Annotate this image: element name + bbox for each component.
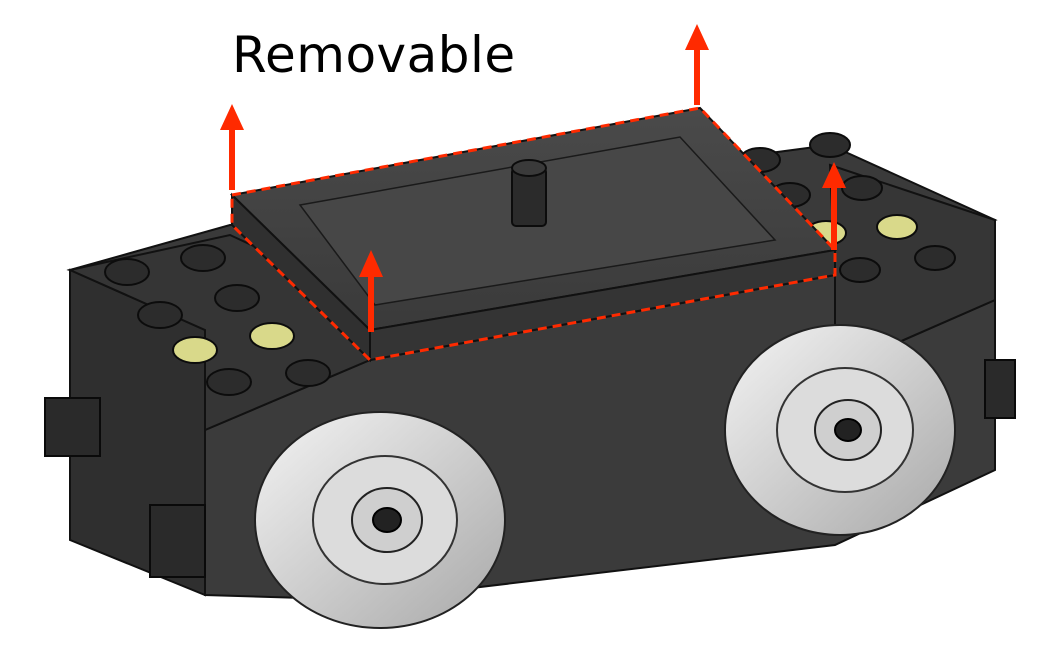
removable-cover [229,106,838,363]
removable-label: Removable [232,26,516,84]
arrow-up-right [822,162,846,250]
buffer-clips [44,359,1016,578]
front-wheel [254,411,506,629]
arrow-up-top [685,24,709,105]
removable-outline [230,106,837,362]
studs-left [104,244,331,396]
arrow-up-left [220,104,244,190]
rear-wheel [724,324,956,536]
arrow-up-front [359,250,383,332]
lift-arrows [220,24,846,332]
